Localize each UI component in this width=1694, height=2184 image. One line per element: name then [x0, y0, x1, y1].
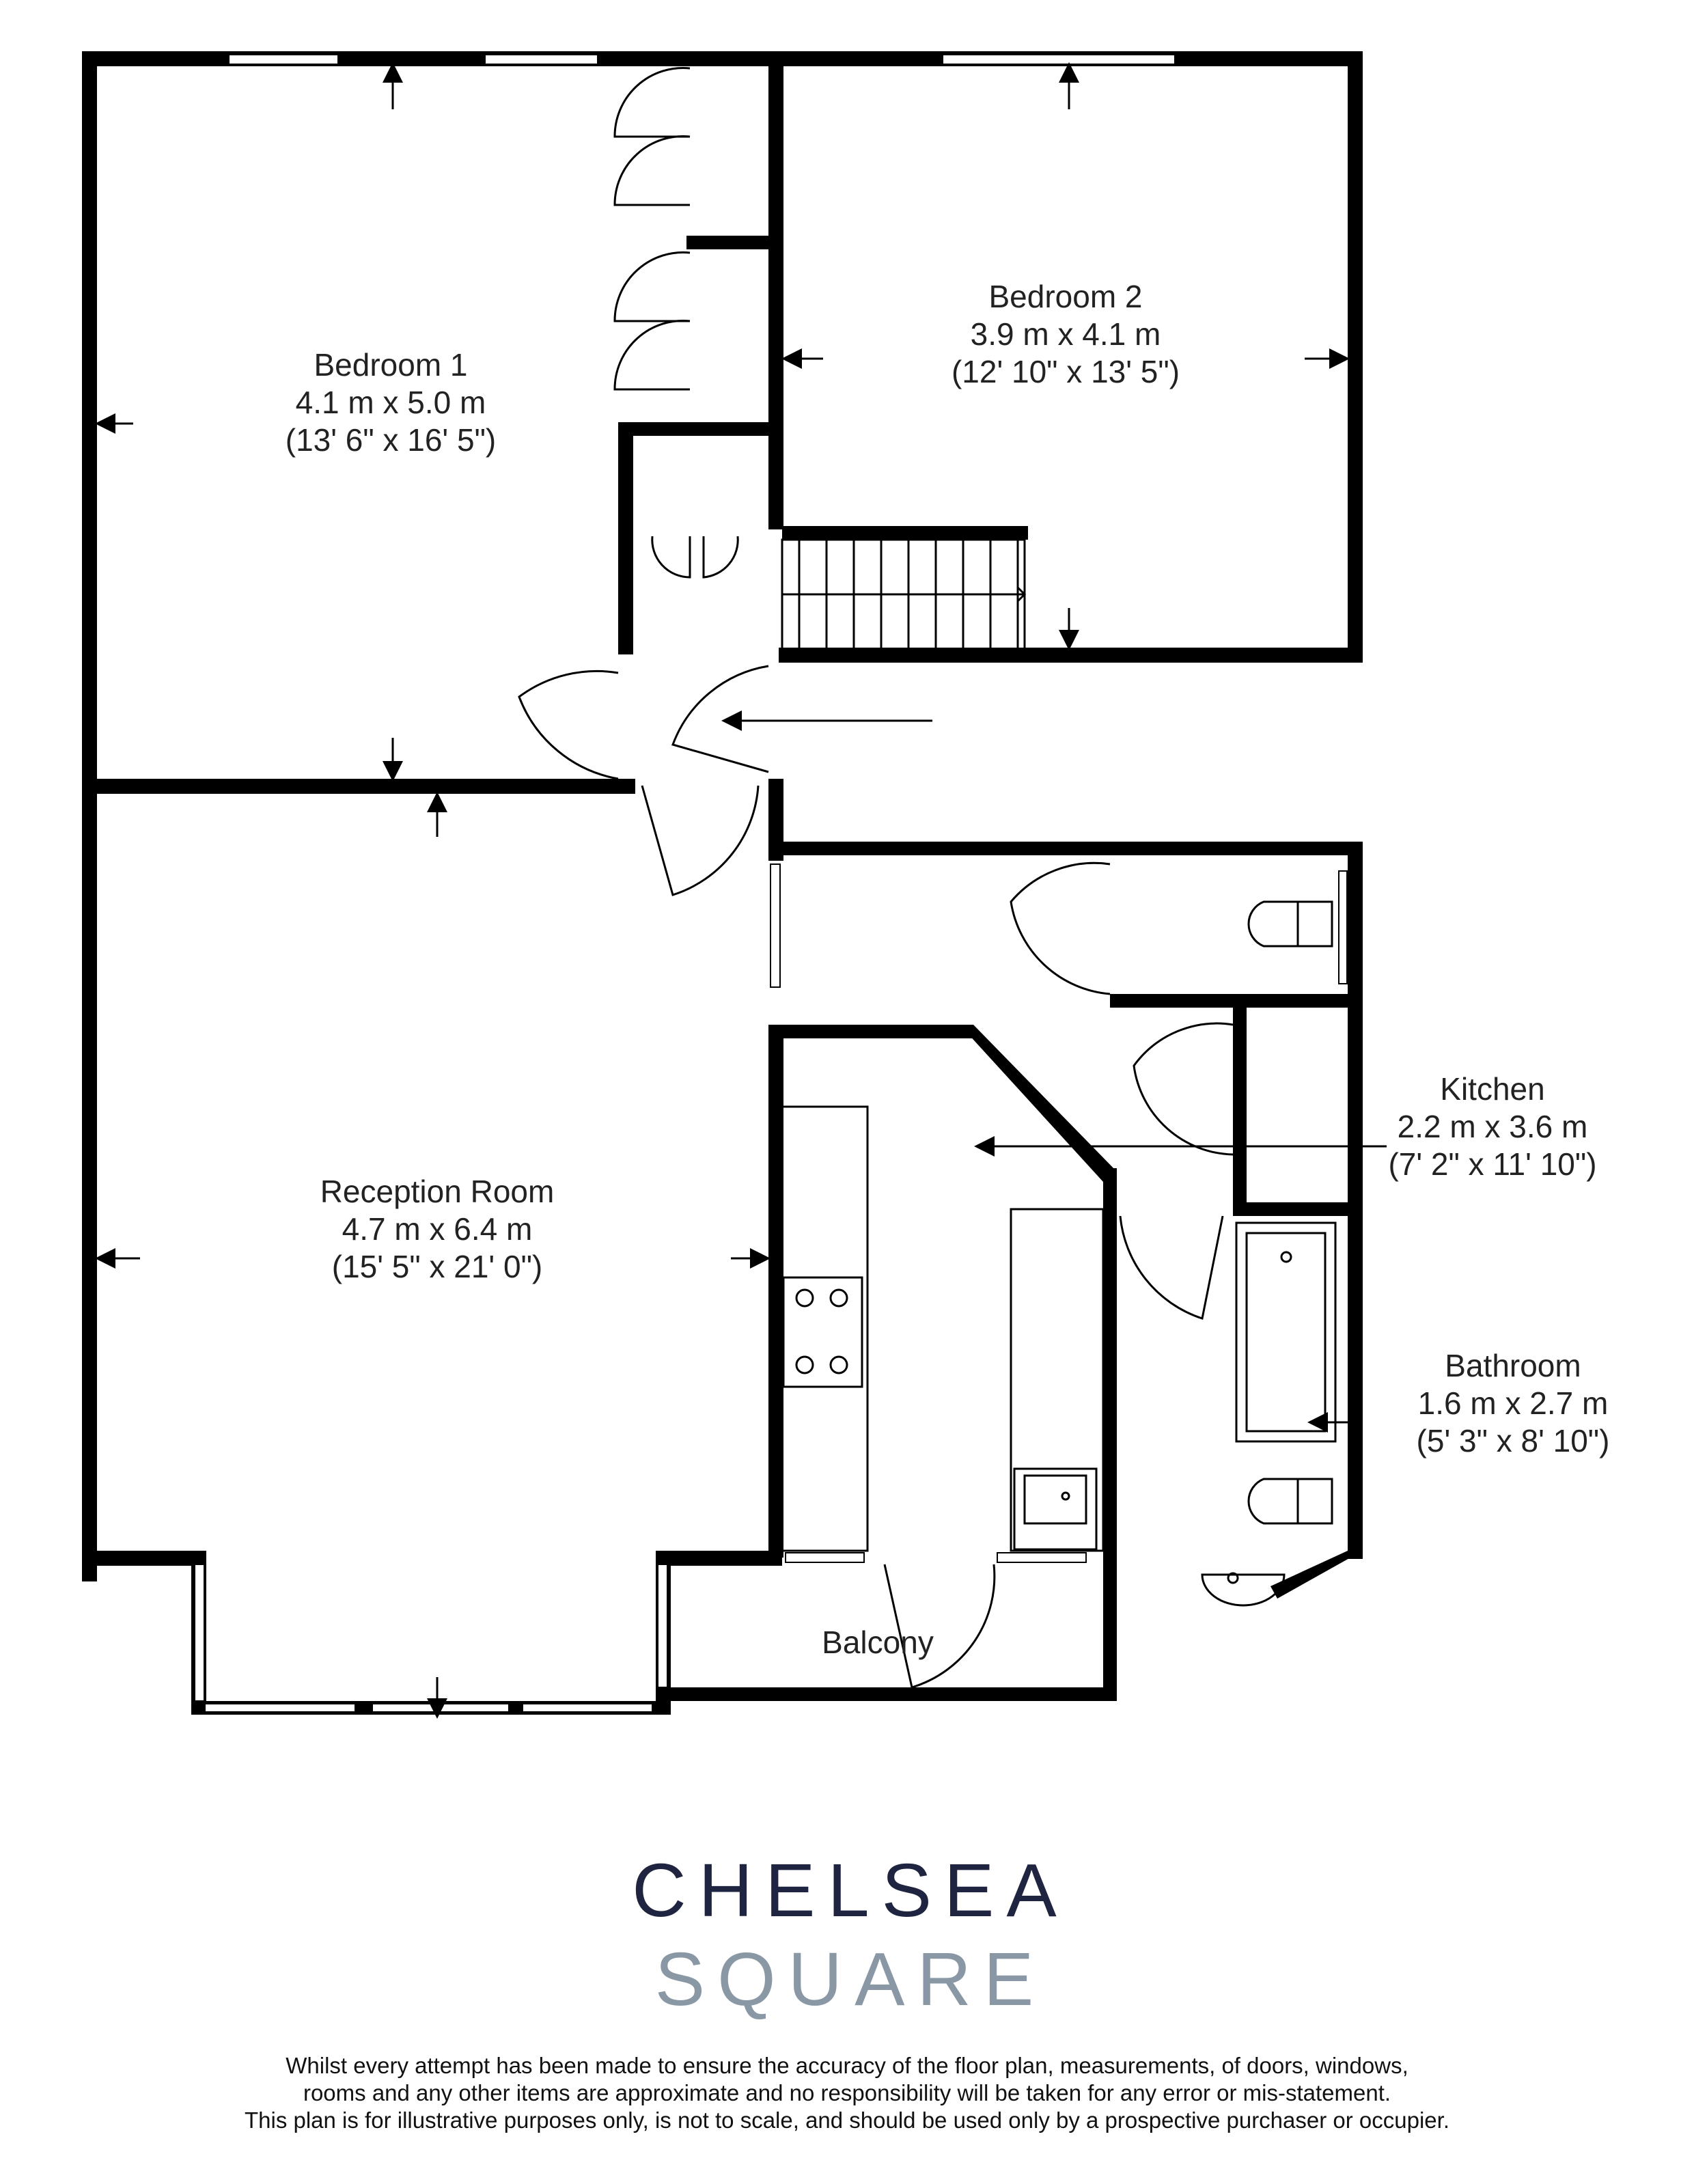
room-dimensions-imperial: (13' 6" x 16' 5") [286, 422, 496, 458]
toilet-wc [1247, 900, 1299, 948]
disclaimer-line: rooms and any other items are approximat… [303, 2080, 1391, 2105]
toilet-bathroom [1247, 1478, 1299, 1525]
room-label-reception: Reception Room 4.7 m x 6.4 m (15' 5" x 2… [320, 1174, 555, 1284]
disclaimer: Whilst every attempt has been made to en… [245, 2053, 1449, 2133]
brand-logo: CHELSEA SQUARE [632, 1849, 1069, 2021]
room-name: Bathroom [1445, 1348, 1581, 1383]
room-dimensions-imperial: (7' 2" x 11' 10") [1388, 1146, 1596, 1182]
room-label-balcony: Balcony [822, 1625, 934, 1660]
room-name: Bedroom 1 [314, 347, 467, 383]
kitchen-fixtures [781, 1105, 1105, 1552]
walls [82, 51, 1363, 1715]
bathroom-fixtures [1201, 900, 1337, 1607]
doors [518, 67, 1234, 1689]
dimension-arrows [95, 62, 1387, 1719]
room-dimensions-metric: 3.9 m x 4.1 m [971, 316, 1161, 352]
room-dimensions-metric: 4.1 m x 5.0 m [296, 385, 486, 420]
room-dimensions-metric: 2.2 m x 3.6 m [1398, 1109, 1588, 1144]
room-label-kitchen: Kitchen 2.2 m x 3.6 m (7' 2" x 11' 10") [1388, 1071, 1596, 1182]
room-name: Kitchen [1440, 1071, 1544, 1107]
logo-line-2: SQUARE [655, 1937, 1046, 2021]
room-dimensions-metric: 4.7 m x 6.4 m [342, 1211, 533, 1247]
disclaimer-line: This plan is for illustrative purposes o… [245, 2107, 1449, 2133]
room-name: Reception Room [320, 1174, 555, 1209]
room-dimensions-metric: 1.6 m x 2.7 m [1418, 1385, 1609, 1421]
disclaimer-line: Whilst every attempt has been made to en… [286, 2053, 1408, 2078]
room-name: Bedroom 2 [988, 279, 1142, 314]
windows [194, 54, 1348, 1713]
hob [782, 1276, 863, 1388]
bath [1235, 1221, 1337, 1443]
room-label-bathroom: Bathroom 1.6 m x 2.7 m (5' 3" x 8' 10") [1417, 1348, 1610, 1459]
sink [1013, 1467, 1098, 1551]
room-label-bedroom2: Bedroom 2 3.9 m x 4.1 m (12' 10" x 13' 5… [952, 279, 1180, 389]
room-label-bedroom1: Bedroom 1 4.1 m x 5.0 m (13' 6" x 16' 5"… [286, 347, 496, 458]
room-name: Balcony [822, 1625, 934, 1660]
room-dimensions-imperial: (15' 5" x 21' 0") [332, 1249, 542, 1284]
logo-line-1: CHELSEA [632, 1849, 1069, 1933]
stairs [781, 538, 1027, 650]
room-dimensions-imperial: (5' 3" x 8' 10") [1417, 1423, 1610, 1459]
room-dimensions-imperial: (12' 10" x 13' 5") [952, 354, 1180, 389]
washbasin [1201, 1573, 1286, 1607]
